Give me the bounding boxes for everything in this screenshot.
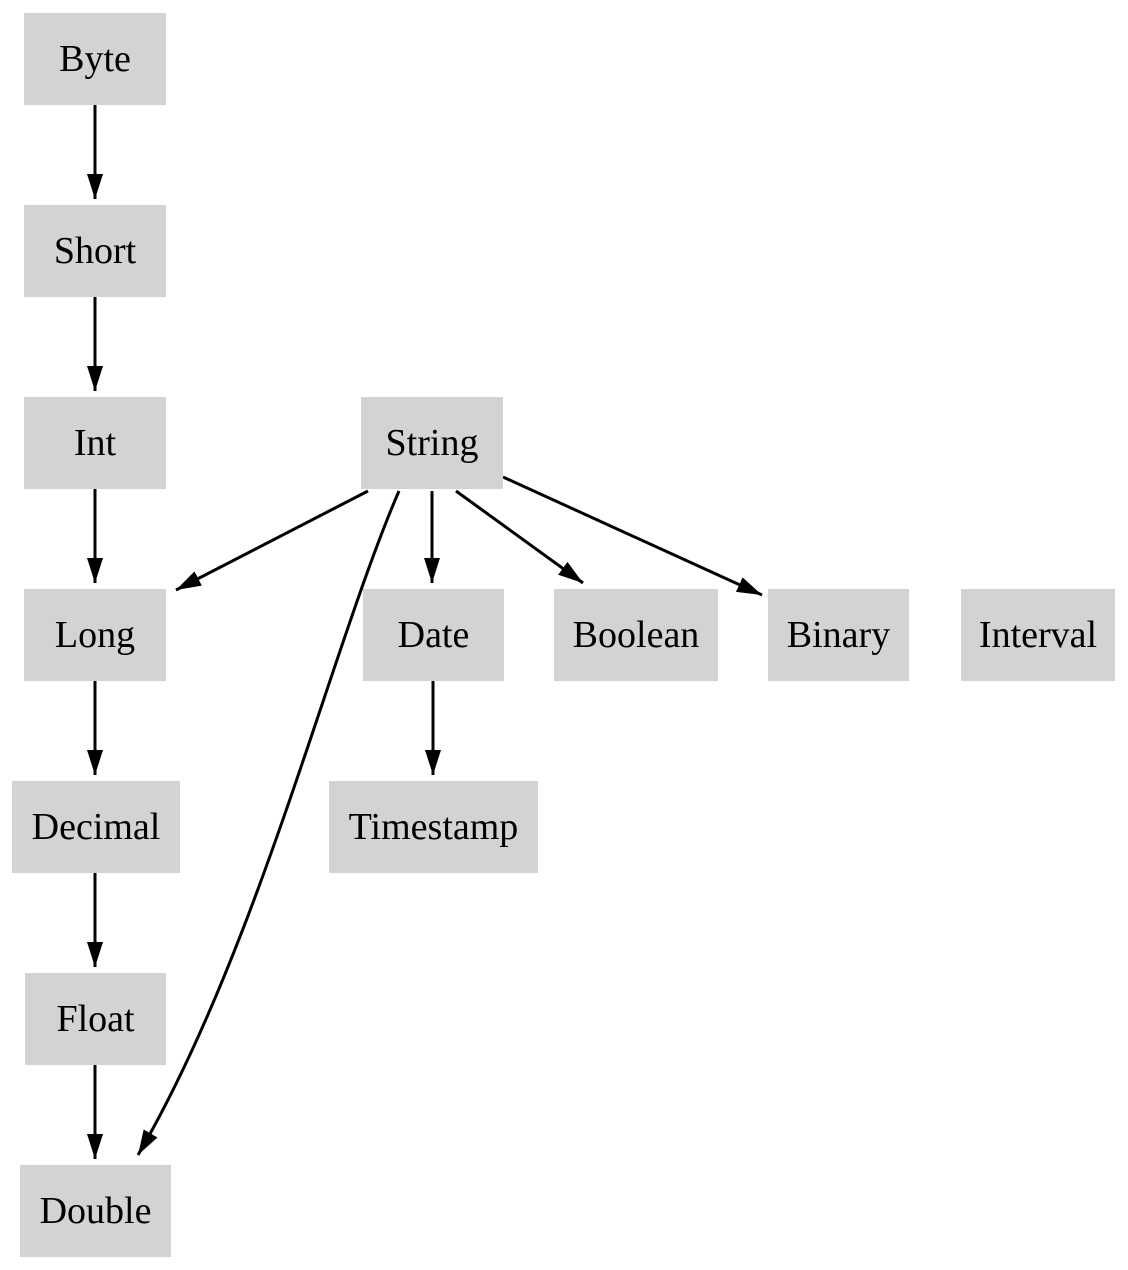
- node-string: String: [361, 397, 503, 489]
- node-double: Double: [20, 1165, 171, 1257]
- node-float: Float: [25, 973, 166, 1065]
- edge-string-boolean: [455, 489, 584, 585]
- node-timestamp: Timestamp: [329, 781, 538, 873]
- node-long: Long: [24, 589, 166, 681]
- edge-string-binary: [502, 475, 763, 597]
- edge-string-double: [136, 490, 401, 1156]
- node-short: Short: [24, 205, 166, 297]
- node-byte: Byte: [24, 13, 166, 105]
- node-interval: Interval: [961, 589, 1115, 681]
- node-decimal: Decimal: [12, 781, 180, 873]
- node-date: Date: [363, 589, 504, 681]
- node-int: Int: [24, 397, 166, 489]
- node-boolean: Boolean: [554, 589, 718, 681]
- edge-string-long: [175, 489, 369, 592]
- node-binary: Binary: [768, 589, 909, 681]
